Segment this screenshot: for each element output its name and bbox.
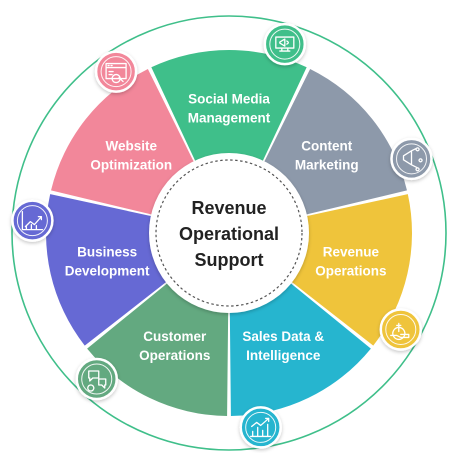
center-title-line-2: Operational: [179, 224, 279, 244]
center-circle: [149, 153, 309, 313]
segment-label-sales-data-intelligence: Sales Data & Intelligence: [242, 329, 324, 363]
money-hand-icon: [379, 308, 423, 351]
web-optimize-icon: [94, 50, 138, 93]
segments-layer: [46, 50, 412, 416]
segment-business-development: [46, 194, 182, 346]
segment-label-line: Website: [106, 139, 158, 154]
segment-customer-operations: [87, 270, 229, 416]
outer-ring: [11, 15, 447, 451]
growth-chart-icon: [239, 406, 282, 449]
icons-layer: [11, 22, 433, 449]
segment-label-line: Sales Data &: [242, 329, 324, 344]
segment-label-line: Social Media: [188, 92, 270, 107]
segment-social-media-management: [151, 50, 307, 179]
segment-label-line: Optimization: [90, 158, 172, 173]
segment-website-optimization: [51, 68, 203, 220]
segment-label-line: Revenue: [323, 244, 380, 259]
segment-revenue-operations: [276, 194, 412, 346]
center-title-line-3: Support: [195, 250, 264, 270]
center-dashed-border: [155, 159, 303, 307]
segment-label-line: Intelligence: [246, 348, 321, 363]
segment-sales-data-intelligence: [229, 270, 371, 416]
segment-label-line: Development: [65, 263, 150, 278]
segment-label-line: Content: [301, 139, 352, 154]
megaphone-network-icon: [390, 137, 433, 181]
segment-label-line: Management: [188, 111, 271, 126]
labels-layer: Social MediaManagementContentMarketingRe…: [65, 92, 387, 364]
segment-label-line: Operations: [139, 348, 210, 363]
megaphone-monitor-icon: [263, 22, 307, 66]
segment-label-line: Customer: [143, 329, 207, 344]
chat-support-icon: [75, 357, 118, 401]
segment-content-marketing: [255, 68, 407, 220]
center-title-line-1: Revenue: [191, 198, 266, 218]
segment-label-line: Marketing: [295, 158, 359, 173]
segment-label-line: Business: [77, 244, 137, 259]
trend-growth-icon: [11, 199, 54, 242]
segment-label-line: Operations: [315, 263, 386, 278]
center-hub: Revenue Operational Support: [149, 153, 309, 313]
